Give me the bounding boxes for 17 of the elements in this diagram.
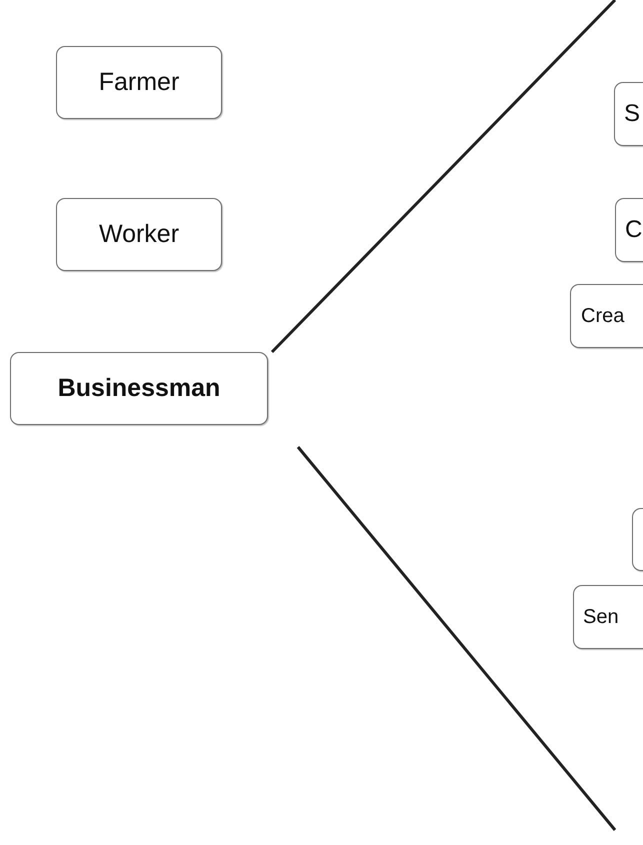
- connector-line: [270, 0, 616, 354]
- process-box: [56, 198, 222, 271]
- box-label: Worker: [98, 220, 180, 249]
- box-label: Crea: [581, 304, 624, 328]
- box-label: Farmer: [98, 68, 180, 97]
- process-box: [573, 585, 643, 649]
- process-box: [56, 46, 222, 119]
- box-label: C: [625, 216, 642, 244]
- empty-box: [632, 508, 643, 571]
- box-label: Businessman: [58, 374, 220, 403]
- box-label: S: [624, 100, 640, 128]
- process-box: [570, 284, 643, 348]
- connector-line: [296, 446, 616, 831]
- process-box: [10, 352, 268, 425]
- process-box: [615, 198, 643, 262]
- box-label: Sen: [583, 606, 619, 628]
- process-box: [614, 82, 643, 146]
